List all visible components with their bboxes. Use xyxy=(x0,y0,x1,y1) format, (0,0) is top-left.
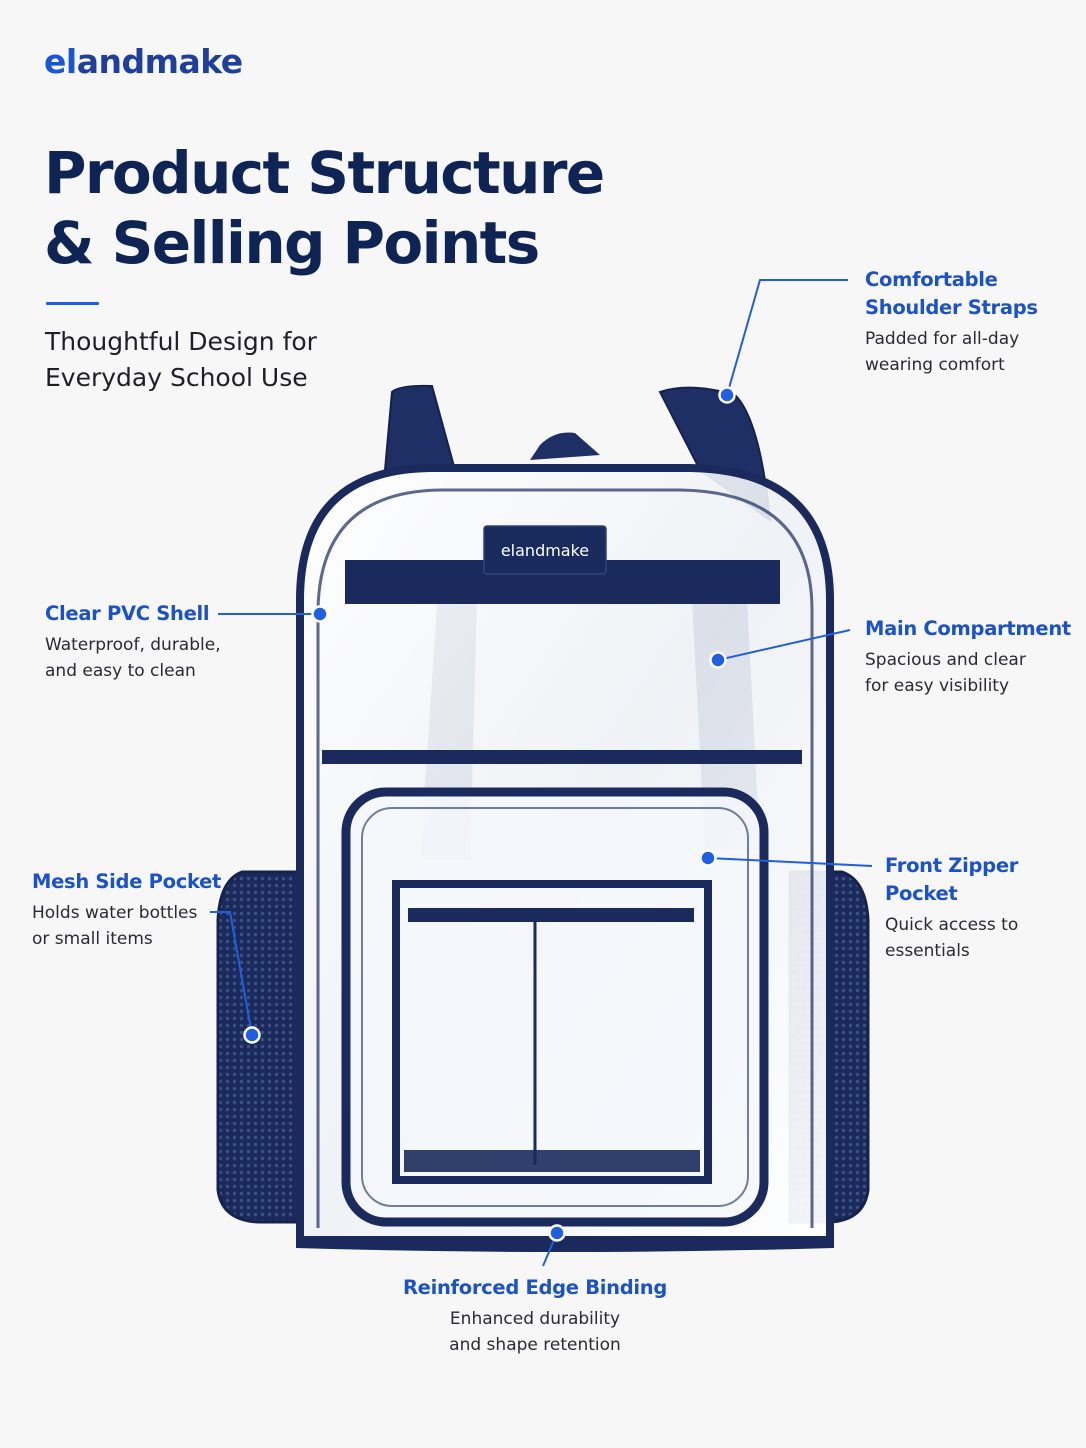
subheading: Thoughtful Design for Everyday School Us… xyxy=(45,324,317,396)
callout-dots xyxy=(243,386,736,1242)
callout-title: Shoulder Straps xyxy=(865,296,1038,319)
front-zipper-pocket xyxy=(341,787,769,1227)
callout-leader-lines xyxy=(210,279,873,1267)
callout-title: Comfortable xyxy=(865,268,998,291)
left-mesh-pocket xyxy=(216,870,302,1224)
callout-shoulder-straps: Comfortable Shoulder Straps Padded for a… xyxy=(865,266,1038,378)
dot-shoulder-straps xyxy=(718,386,736,404)
mid-seam xyxy=(322,750,802,764)
headline-line-1: Product Structure xyxy=(44,139,605,207)
callout-main-compartment: Main Compartment Spacious and clear for … xyxy=(865,615,1071,699)
callout-pvc-shell: Clear PVC Shell Waterproof, durable, and… xyxy=(45,600,221,684)
callout-desc: or small items xyxy=(32,929,153,949)
dot-front-zipper xyxy=(699,849,717,867)
callout-title: Main Compartment xyxy=(865,617,1071,640)
brand-logo: elandmake xyxy=(44,40,243,84)
dot-pvc-shell xyxy=(311,605,329,623)
callout-desc: Quick access to xyxy=(885,915,1019,935)
top-handle xyxy=(530,432,600,460)
callout-edge-binding: Reinforced Edge Binding Enhanced durabil… xyxy=(385,1274,685,1358)
inner-slip-pocket xyxy=(392,880,712,1184)
accent-rule xyxy=(46,302,99,305)
callout-desc: and easy to clean xyxy=(45,661,196,681)
headline-line-2: & Selling Points xyxy=(44,209,540,277)
inner-binding xyxy=(316,488,814,1228)
subheading-line-2: Everyday School Use xyxy=(45,363,308,392)
callout-mesh-pocket: Mesh Side Pocket Holds water bottles or … xyxy=(32,868,221,952)
brand-logo-part2: andmake xyxy=(76,42,243,81)
callout-title: Clear PVC Shell xyxy=(45,602,210,625)
callout-desc: and shape retention xyxy=(449,1335,621,1355)
callout-front-zipper: Front Zipper Pocket Quick access to esse… xyxy=(885,852,1086,964)
left-shoulder-strap xyxy=(383,384,457,471)
callout-desc: Spacious and clear xyxy=(865,650,1026,670)
callout-title: Mesh Side Pocket xyxy=(32,870,222,893)
callout-desc: for easy visibility xyxy=(865,676,1010,696)
callout-title: Reinforced Edge Binding xyxy=(402,1276,668,1299)
callout-desc: Padded for all-day xyxy=(865,329,1020,349)
callout-desc: Enhanced durability xyxy=(449,1309,621,1329)
page-headline: Product Structure & Selling Points xyxy=(44,138,605,278)
dot-main-compartment xyxy=(709,651,727,669)
callout-desc: Waterproof, durable, xyxy=(45,635,221,655)
label-tag xyxy=(483,525,607,575)
callout-title: Front Zipper Pocket xyxy=(885,854,1019,905)
subheading-line-1: Thoughtful Design for xyxy=(45,327,317,356)
bottom-base xyxy=(296,1236,834,1252)
dot-edge-binding xyxy=(548,1224,566,1242)
callout-desc: Holds water bottles xyxy=(32,903,198,923)
dot-mesh-pocket xyxy=(243,1026,261,1044)
callout-desc: wearing comfort xyxy=(865,355,1005,375)
callout-desc: essentials xyxy=(885,941,970,961)
bag-label: elandmake xyxy=(501,541,589,560)
brand-logo-part1: el xyxy=(44,42,77,81)
